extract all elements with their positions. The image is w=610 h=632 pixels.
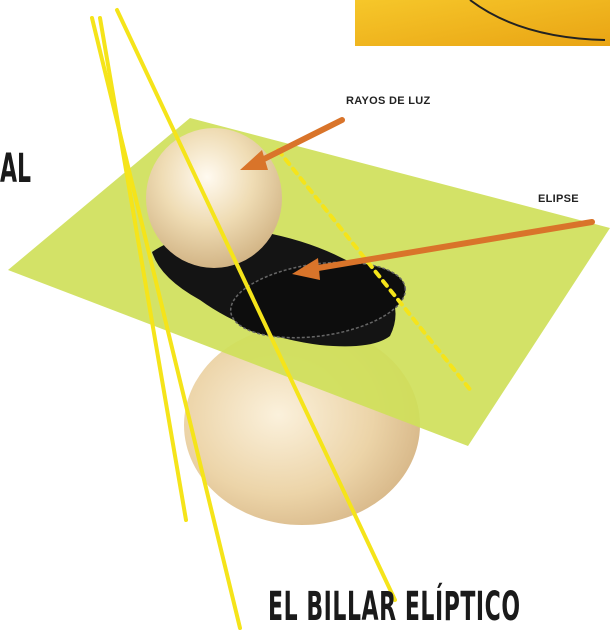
- sphere-upper: [146, 128, 282, 268]
- top-texture-fragment: [355, 0, 610, 46]
- side-text-fragment: AL: [0, 146, 31, 192]
- label-rays: RAYOS DE LUZ: [346, 95, 430, 107]
- label-ellipse: ELIPSE: [538, 193, 579, 205]
- page-title: EL BILLAR ELÍPTICO: [268, 584, 521, 630]
